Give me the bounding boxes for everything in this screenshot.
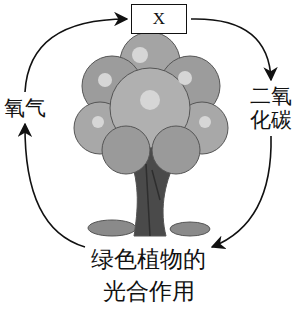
node-text: 二氧 化碳 [250, 84, 292, 132]
cycle-arrow [25, 19, 127, 92]
co2-label: 二氧 化碳 [250, 84, 292, 132]
unknown-box: X [131, 4, 187, 34]
cycle-arrow [212, 136, 271, 247]
oxygen-label: 氧气 [4, 96, 46, 120]
node-text: 绿色植物的 光合作用 [91, 243, 206, 307]
photosynthesis-label: 绿色植物的 光合作用 [91, 243, 206, 307]
cycle-arrow [25, 124, 85, 247]
node-text: X [153, 8, 165, 30]
cycle-arrow [191, 19, 271, 80]
node-text: 氧气 [4, 96, 46, 120]
